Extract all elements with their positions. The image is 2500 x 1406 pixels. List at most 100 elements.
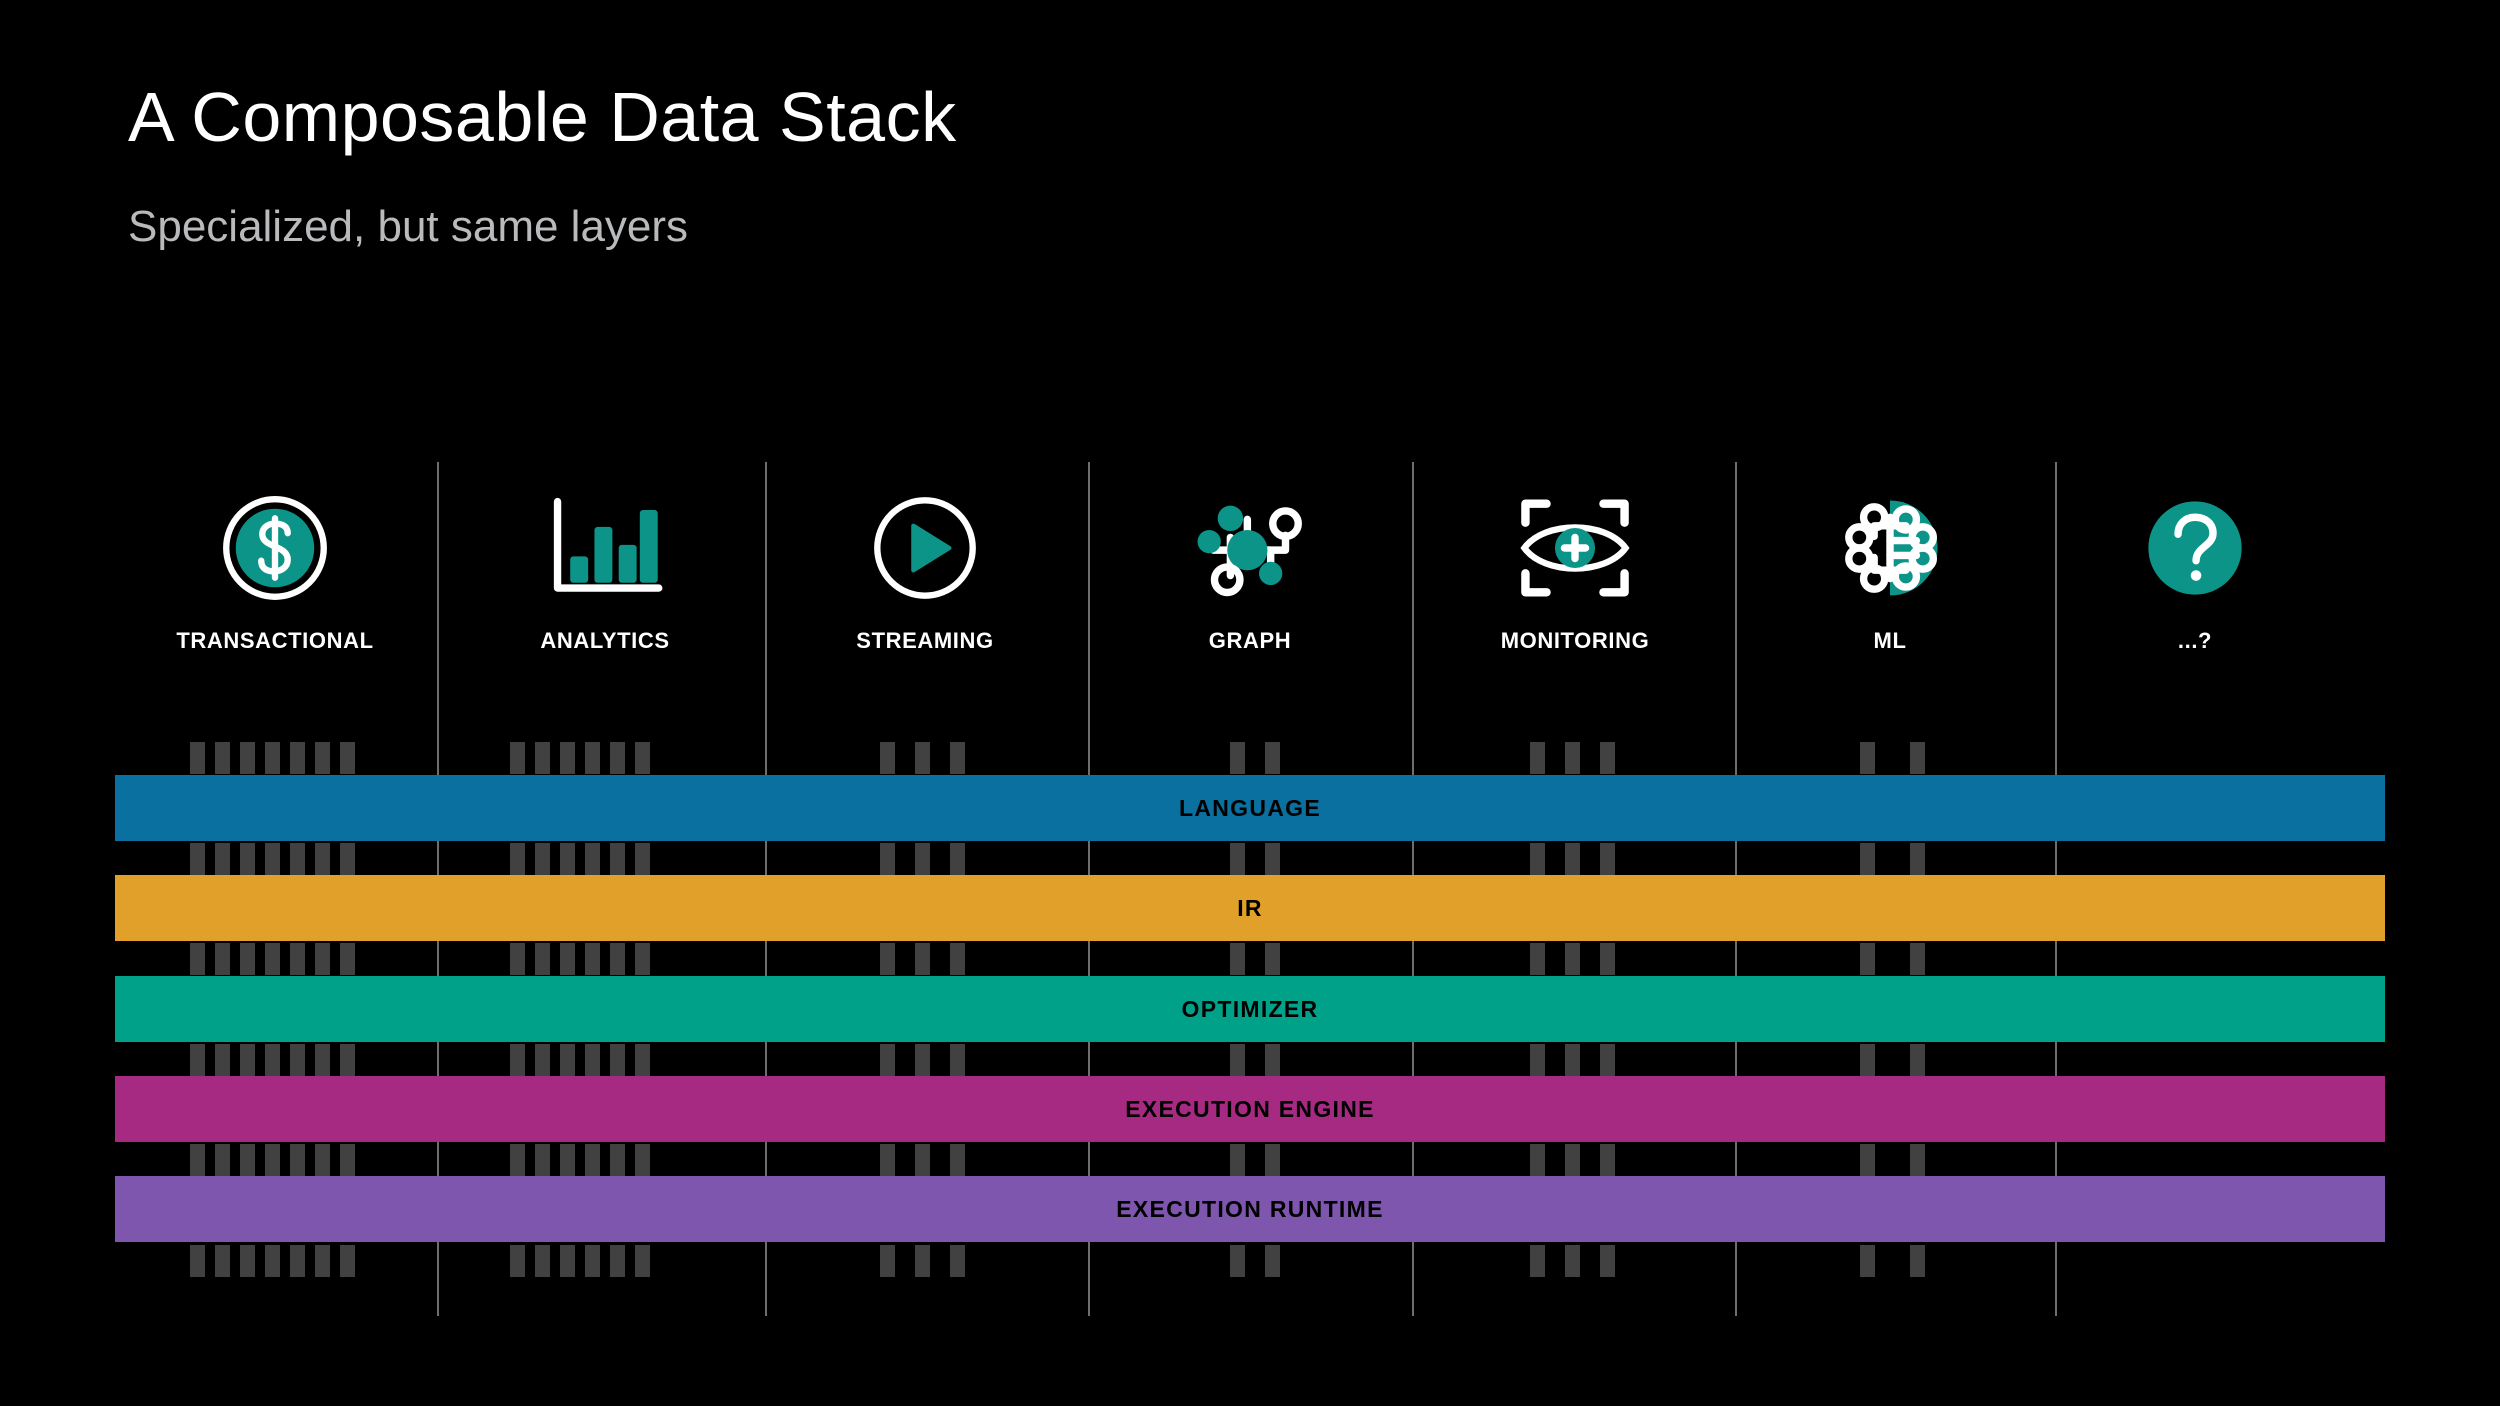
play-circle-icon [825,488,1025,608]
connector-tick [915,1144,930,1176]
connector-tick [535,843,550,875]
connector-tick [1910,943,1925,975]
connector-tick [240,1144,255,1176]
connector-tick [950,1144,965,1176]
domain-column-ml[interactable]: ML [1790,488,1990,678]
connector-tick [315,1044,330,1076]
connector-tick [880,843,895,875]
connector-tick [1530,1245,1545,1277]
node-graph-icon [1150,488,1350,608]
connector-tick [585,1044,600,1076]
connector-tick [1565,943,1580,975]
layer-label: EXECUTION ENGINE [1125,1095,1375,1122]
connector-tick [915,1245,930,1277]
connector-tick [1860,1144,1875,1176]
layer-label: LANGUAGE [1178,794,1321,821]
connector-tick [915,943,930,975]
eye-scan-icon [1475,488,1675,608]
connector-tick [290,943,305,975]
layer-bar-optimizer[interactable]: OPTIMIZER [115,976,2385,1042]
connector-tick [265,843,280,875]
connector-tick [240,742,255,774]
connector-tick [950,843,965,875]
connector-tick [560,1044,575,1076]
connector-tick [1860,1044,1875,1076]
layer-bar-language[interactable]: LANGUAGE [115,775,2385,841]
connector-tick [610,943,625,975]
connector-tick [1910,742,1925,774]
connector-tick [1230,1245,1245,1277]
connector-tick [880,1245,895,1277]
domain-label: ...? [2177,628,2213,653]
domain-column-streaming[interactable]: STREAMING [825,488,1025,678]
connector-tick [560,943,575,975]
connector-tick [1265,843,1280,875]
connector-tick [1265,943,1280,975]
connector-tick [215,742,230,774]
connector-tick [215,1144,230,1176]
connector-tick [340,1245,355,1277]
connector-tick [190,742,205,774]
connector-tick [635,843,650,875]
connector-tick [340,1044,355,1076]
domain-column-[interactable]: ...? [2095,488,2295,678]
connector-tick [535,943,550,975]
connector-tick [510,1144,525,1176]
layer-bar-execution-runtime[interactable]: EXECUTION RUNTIME [115,1176,2385,1242]
connector-tick [1530,843,1545,875]
connector-tick [880,742,895,774]
connector-tick [1265,1245,1280,1277]
connector-tick [1230,943,1245,975]
connector-tick [560,1144,575,1176]
connector-tick [215,1245,230,1277]
connector-tick [315,1144,330,1176]
connector-tick [1910,1245,1925,1277]
connector-tick [265,1144,280,1176]
connector-tick [290,843,305,875]
domain-column-transactional[interactable]: TRANSACTIONAL [175,488,375,678]
connector-tick [190,843,205,875]
connector-tick [950,1044,965,1076]
domain-column-monitoring[interactable]: MONITORING [1475,488,1675,678]
connector-tick [240,1245,255,1277]
connector-tick [585,1245,600,1277]
connector-tick [290,742,305,774]
connector-tick [510,742,525,774]
connector-tick [585,1144,600,1176]
connector-tick [635,1245,650,1277]
connector-tick [535,1245,550,1277]
domain-column-analytics[interactable]: ANALYTICS [505,488,705,678]
connector-tick [535,1144,550,1176]
connector-tick [585,742,600,774]
connector-tick [1910,1044,1925,1076]
connector-tick [1600,1044,1615,1076]
connector-tick [1565,1044,1580,1076]
connector-tick [315,843,330,875]
connector-tick [1230,1044,1245,1076]
connector-tick [880,943,895,975]
bar-chart-icon [505,488,705,608]
connector-tick [1230,742,1245,774]
connector-tick [560,843,575,875]
connector-tick [190,943,205,975]
connector-tick [635,1144,650,1176]
connector-tick [1860,843,1875,875]
domain-column-graph[interactable]: GRAPH [1150,488,1350,678]
connector-tick [610,1044,625,1076]
connector-tick [315,742,330,774]
domain-label: ML [1873,628,1907,653]
connector-tick [610,1245,625,1277]
connector-tick [1265,742,1280,774]
connector-tick [1565,1144,1580,1176]
layer-bar-execution-engine[interactable]: EXECUTION ENGINE [115,1076,2385,1142]
connector-tick [610,742,625,774]
connector-tick [315,943,330,975]
layer-label: EXECUTION RUNTIME [1116,1195,1384,1222]
connector-tick [265,1245,280,1277]
connector-tick [190,1144,205,1176]
domain-label: STREAMING [856,628,994,653]
connector-tick [915,1044,930,1076]
layer-bar-ir[interactable]: IR [115,875,2385,941]
domain-label: ANALYTICS [540,628,670,653]
connector-tick [880,1044,895,1076]
